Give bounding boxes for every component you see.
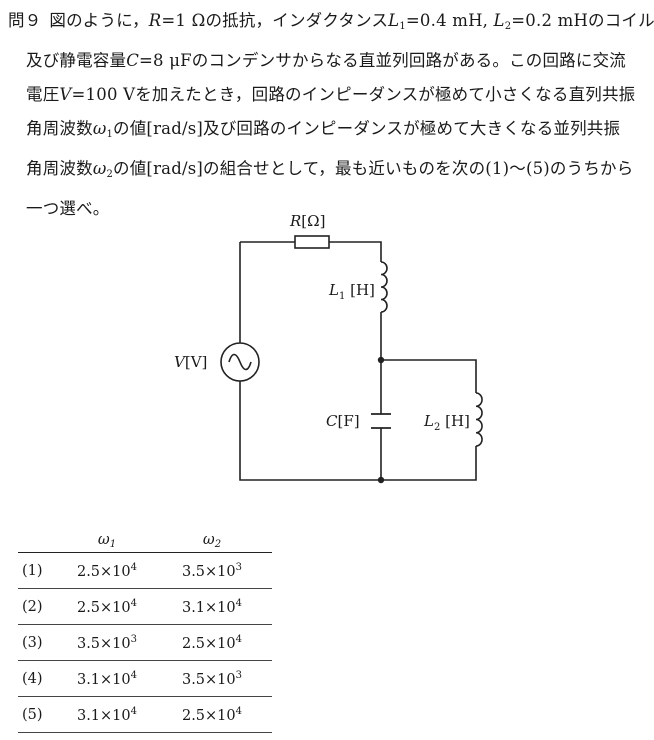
circuit-diagram: R[Ω] L1 [H] C[F] L2 [H] V[V] <box>174 212 483 484</box>
junction-dot-bottom <box>377 476 385 484</box>
header-blank <box>18 530 62 553</box>
sine-wave-icon <box>228 353 252 371</box>
omega2-value: 3.1×104 <box>152 588 272 625</box>
table-row: (2) 2.5×104 3.1×104 <box>18 588 272 625</box>
option-number: (2) <box>18 588 62 625</box>
omega2-value: 2.5×104 <box>152 624 272 661</box>
omega2-value: 3.5×103 <box>152 660 272 697</box>
option-number: (4) <box>18 660 62 697</box>
question-line-5: 角周波数ω2の値[rad/s]の組合せとして，最も近いものを次の(1)～(5)の… <box>8 152 648 192</box>
subscript: 2 <box>106 169 114 180</box>
capacitor-label: C[F] <box>326 412 360 430</box>
omega2-value: 2.5×104 <box>152 696 272 733</box>
symbol-r: R <box>148 11 162 30</box>
table-row: (5) 3.1×104 2.5×104 <box>18 696 272 733</box>
text-segment: =1 Ωの抵抗，インダクタンス <box>161 11 389 30</box>
inductor-l2-label: L2 [H] <box>423 412 470 433</box>
text-segment: の値[rad/s]の組合せとして，最も近いものを次の(1)～(5)のうちから <box>113 159 634 178</box>
resistor <box>294 235 330 249</box>
symbol-l: L <box>388 11 400 30</box>
omega2-value: 3.5×103 <box>152 552 272 589</box>
symbol-l: L <box>493 11 505 30</box>
question-line-4: 角周波数ω1の値[rad/s]及び回路のインピーダンスが極めて大きくなる並列共振 <box>8 112 648 152</box>
inductor-l1 <box>380 261 388 313</box>
text-segment: 一つ選べ。 <box>26 199 110 218</box>
inductor-l1-label: L1 [H] <box>328 281 375 302</box>
symbol-c: C <box>126 51 140 70</box>
resistor-label: R[Ω] <box>289 212 325 230</box>
option-number: (3) <box>18 624 62 661</box>
inductor-l2 <box>475 392 483 447</box>
symbol-omega: ω <box>92 119 107 138</box>
table-header-row: ω1 ω2 <box>18 530 272 553</box>
question-line-3: 電圧V=100 Vを加えたとき，回路のインピーダンスが極めて小さくなる直列共振 <box>8 78 648 112</box>
omega1-value: 3.5×103 <box>62 624 152 661</box>
symbol-omega: ω <box>92 159 107 178</box>
question-line-2: 及び静電容量C=8 μFのコンデンサからなる直並列回路がある。この回路に交流 <box>8 44 648 78</box>
text-segment: 図のように， <box>49 11 149 30</box>
header-omega2: ω2 <box>152 530 272 553</box>
table-row: (1) 2.5×104 3.5×103 <box>18 552 272 589</box>
text-segment: =100 Vを加えたとき，回路のインピーダンスが極めて小さくなる直列共振 <box>71 85 636 104</box>
omega1-value: 2.5×104 <box>62 552 152 589</box>
text-segment: =0.2 mHのコイル， <box>511 11 654 30</box>
source-label: V[V] <box>174 353 207 371</box>
text-segment: 角周波数 <box>26 159 93 178</box>
text-segment: 角周波数 <box>26 119 93 138</box>
junction-dot-top <box>377 356 385 364</box>
capacitor <box>371 413 391 429</box>
table-row: (4) 3.1×104 3.5×103 <box>18 660 272 697</box>
subscript: 2 <box>504 21 512 32</box>
wire-l2-branch <box>381 359 477 481</box>
text-segment: =0.4 mH, <box>405 11 494 30</box>
option-number: (5) <box>18 696 62 733</box>
text-segment: 電圧 <box>26 85 60 104</box>
wire-left <box>239 242 381 481</box>
text-segment: の値[rad/s]及び回路のインピーダンスが極めて大きくなる並列共振 <box>113 119 621 138</box>
option-number: (1) <box>18 552 62 589</box>
symbol-v: V <box>59 85 72 104</box>
answer-table: ω1 ω2 (1) 2.5×104 3.5×103 (2) 2.5×104 3.… <box>18 530 272 733</box>
wire-top <box>240 241 382 262</box>
question-number: 問９ <box>8 11 42 30</box>
text-segment: =8 μFのコンデンサからなる直並列回路がある。この回路に交流 <box>139 51 626 70</box>
subscript: 1 <box>106 129 114 140</box>
table-row: (3) 3.5×103 2.5×104 <box>18 624 272 661</box>
header-omega1: ω1 <box>62 530 152 553</box>
subscript: 1 <box>399 21 406 32</box>
omega1-value: 2.5×104 <box>62 588 152 625</box>
text-segment: 及び静電容量 <box>26 51 127 70</box>
question-line-6: 一つ選べ。 <box>8 192 648 226</box>
omega1-value: 3.1×104 <box>62 660 152 697</box>
omega1-value: 3.1×104 <box>62 696 152 733</box>
